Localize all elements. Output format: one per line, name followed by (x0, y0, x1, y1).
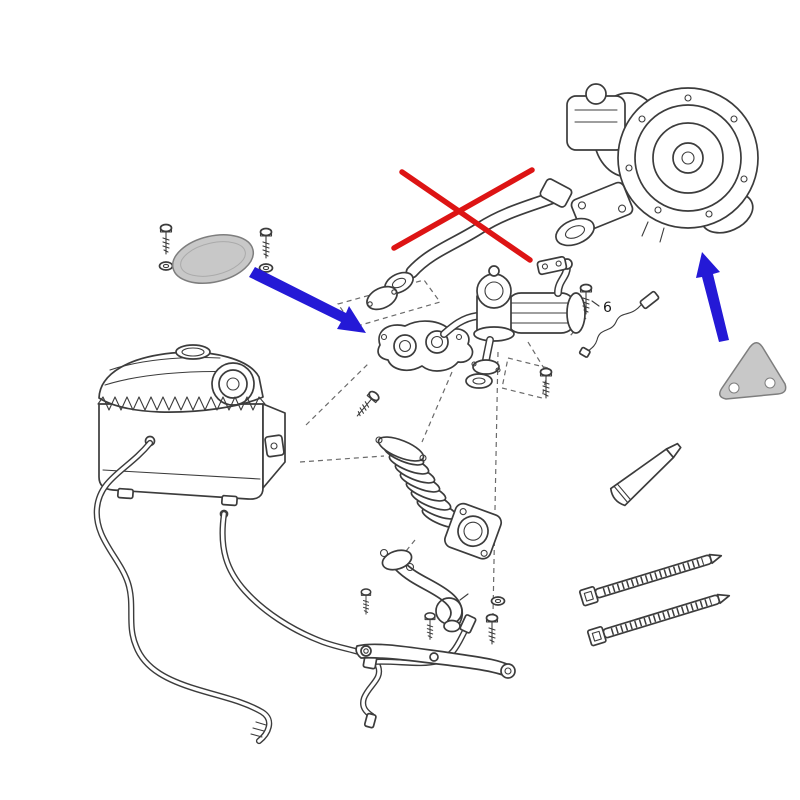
cable-tie (586, 593, 731, 647)
egr-pipe-flange (539, 178, 573, 208)
cable-ties (578, 553, 731, 647)
egr-cooler-assembly (352, 255, 660, 421)
turbocharger (555, 83, 759, 247)
bolt (539, 367, 553, 399)
oval-blockoff-plate (171, 234, 255, 284)
egr-valve-top (476, 273, 512, 309)
egr-adapter-casting (377, 320, 474, 372)
throttle-body (444, 502, 503, 560)
kit-washer (158, 261, 174, 271)
air-filter-box (97, 344, 286, 507)
bolt (352, 388, 382, 421)
blue-arrow-to-turbo (696, 252, 729, 342)
cooler-bracket (536, 255, 568, 276)
temp-sensor (578, 290, 660, 358)
washer (490, 596, 506, 606)
hose-connector (363, 712, 377, 729)
kit-bolt (259, 227, 273, 259)
bolt (485, 613, 499, 645)
gasket (465, 373, 493, 389)
cable-tie (578, 553, 723, 607)
intake-bellows-hose (375, 436, 463, 529)
bellows-top-flange (377, 436, 425, 462)
elbow-pipe (360, 548, 469, 633)
red-cross-line (399, 169, 533, 263)
part-number-6-label: 6 (603, 300, 612, 316)
clamp-seam (97, 396, 266, 411)
callout-6: 6 (591, 300, 612, 316)
bolt (360, 588, 372, 615)
bolt (424, 612, 436, 641)
blockoff-plate-kit (158, 223, 274, 284)
gasket (555, 217, 595, 247)
triangular-blockoff-plate (719, 342, 787, 400)
support-bracket (355, 596, 516, 679)
red-cross-line (391, 167, 535, 251)
blue-arrow-to-egr-flange (249, 267, 366, 333)
elbow-flange (381, 549, 413, 571)
egr-pipe-delete-cross (391, 167, 535, 263)
kit-bolt (159, 223, 173, 255)
sealant-tube (609, 442, 682, 507)
hose-connector (459, 614, 477, 634)
